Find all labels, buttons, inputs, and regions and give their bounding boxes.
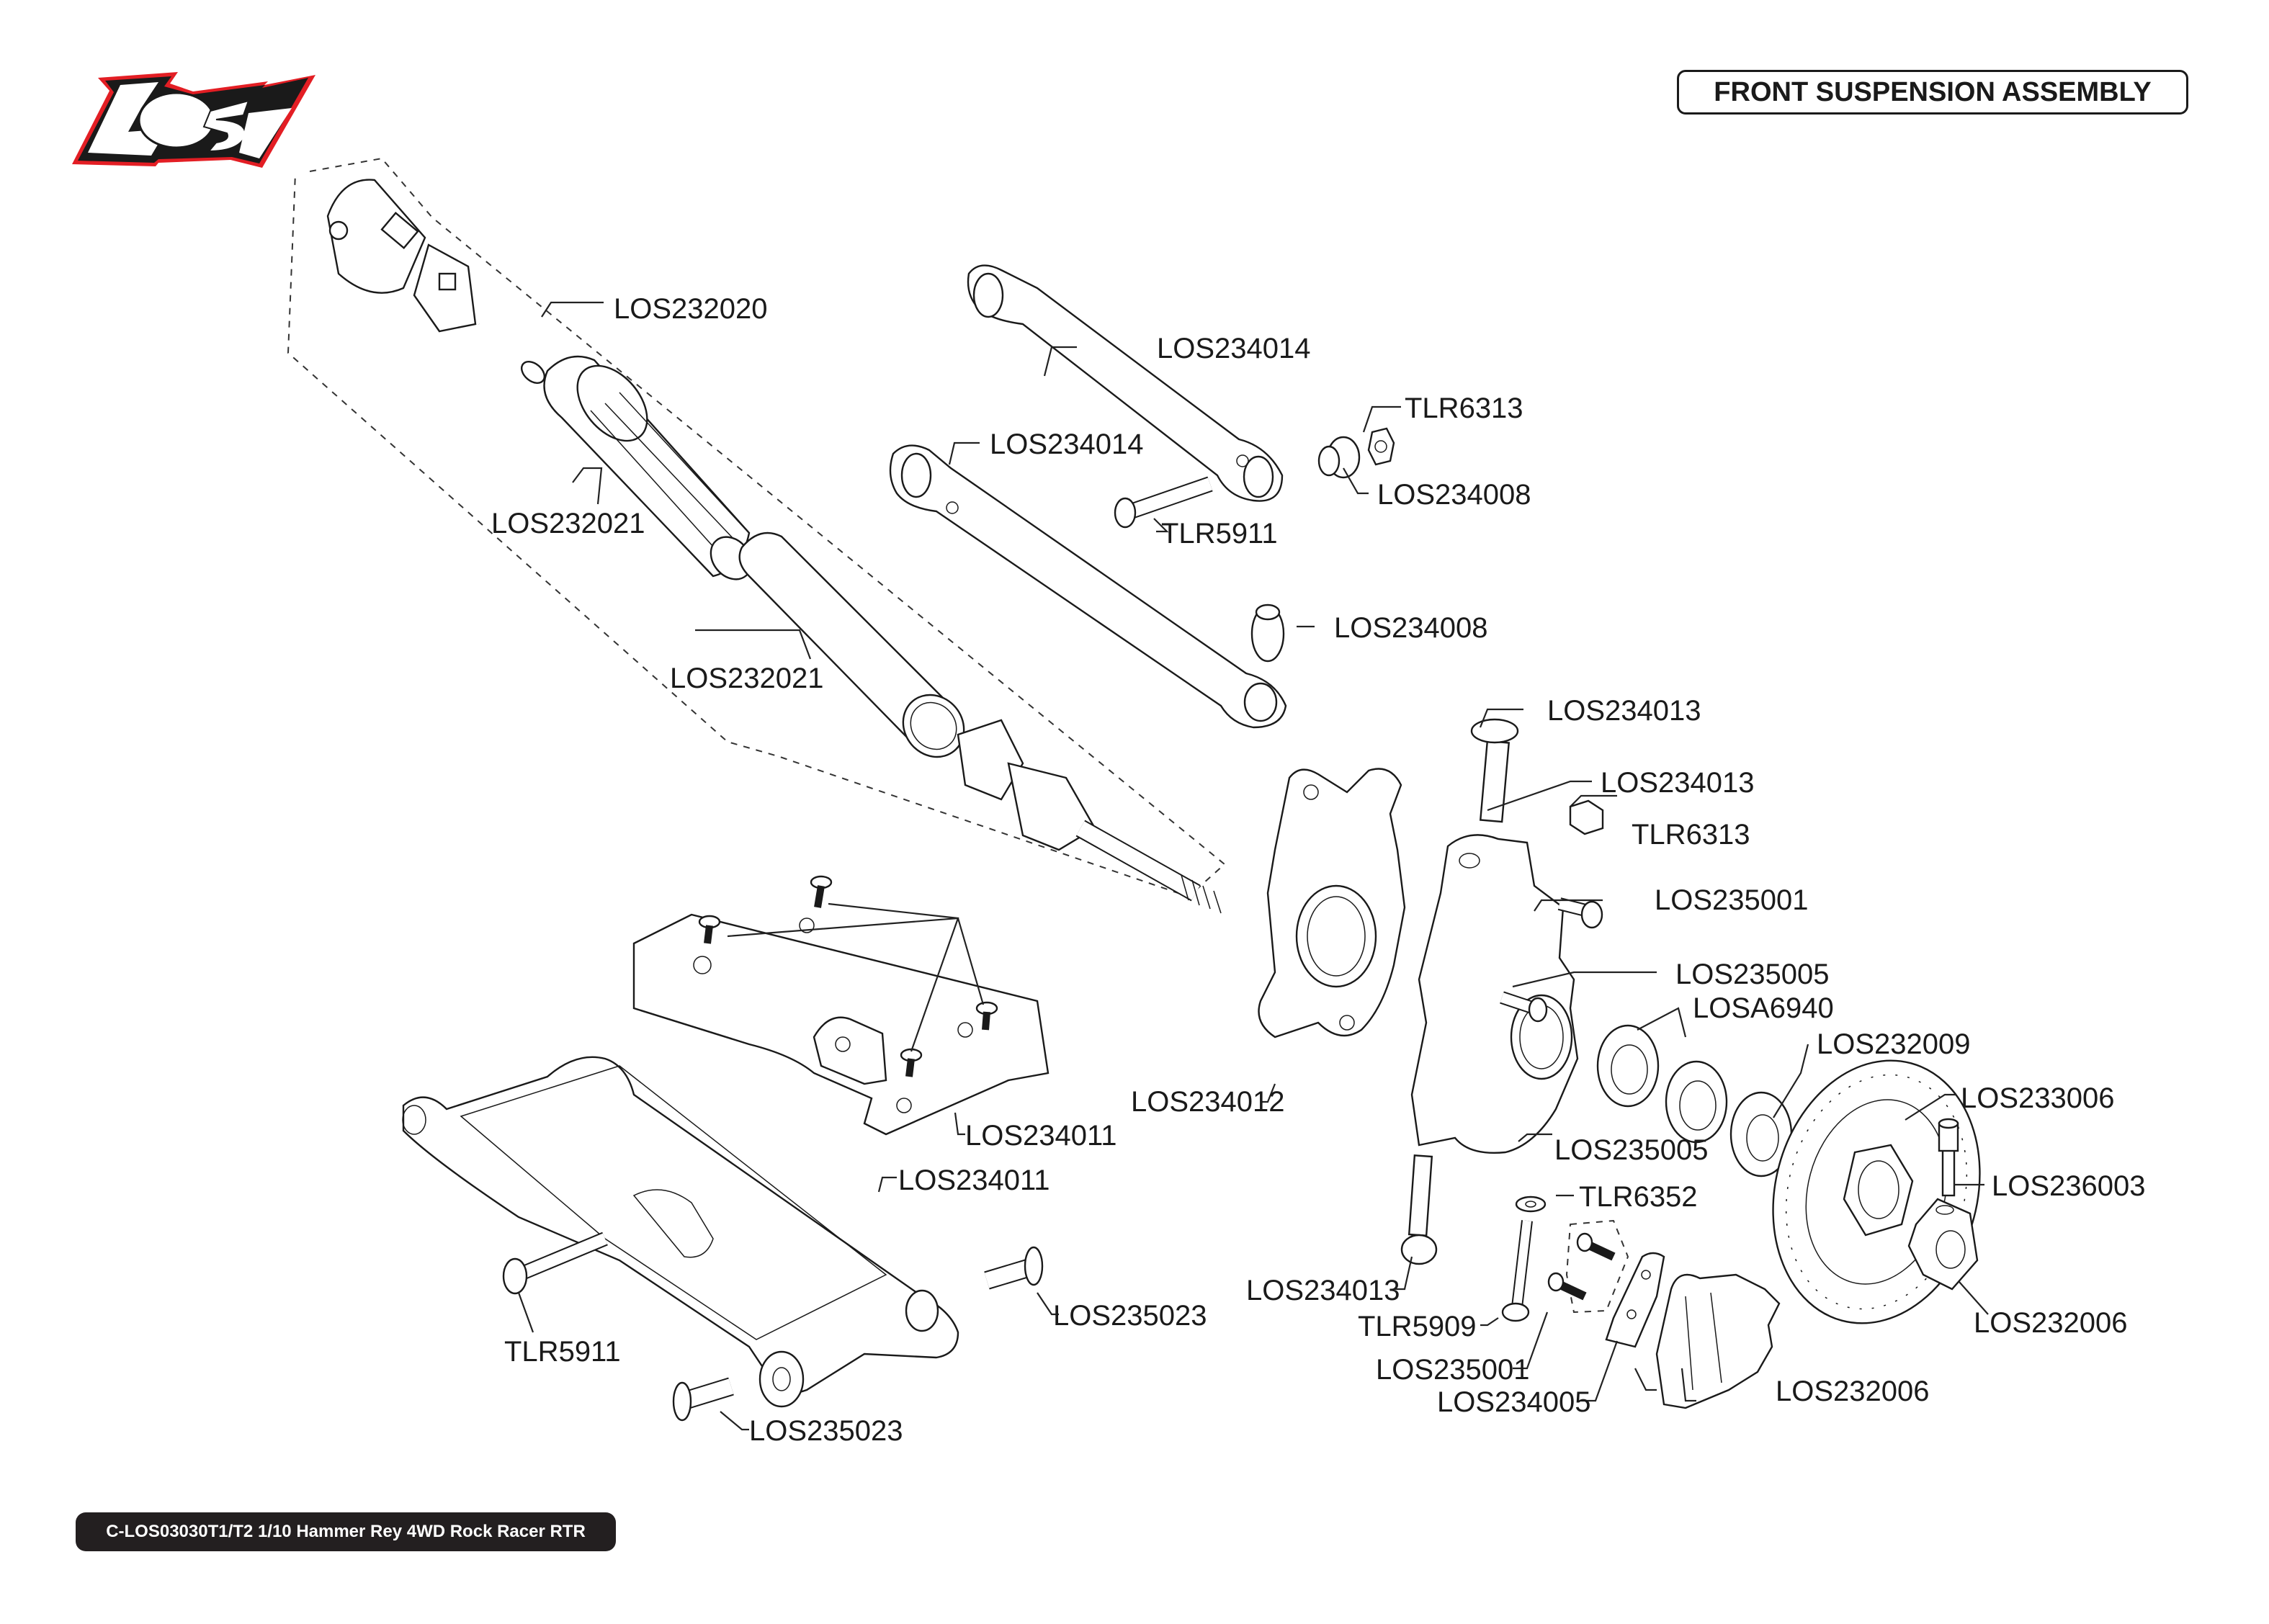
callout-label: LOS232021	[670, 663, 824, 694]
callout-label: LOS234014	[1157, 333, 1311, 364]
screw-tlr5911-arm	[502, 1232, 608, 1295]
driveshaft-outer-tube	[543, 355, 753, 580]
nut-tlr6313-top	[1367, 427, 1395, 466]
callout-label: LOS235005	[1675, 959, 1830, 990]
screw-tlr5911-top	[1114, 476, 1213, 529]
bracket-screws-group	[1547, 1219, 1629, 1314]
callout-label: LOS236003	[1992, 1170, 2146, 1202]
brake-caliper-los232006	[1655, 1273, 1781, 1409]
hex-hub-los232006	[1907, 1198, 1979, 1291]
skid-screw-3	[975, 1001, 998, 1031]
driveshaft-inner-tube	[738, 531, 965, 758]
callout-label: TLR6352	[1579, 1181, 1698, 1213]
pin-los235023-bottom	[672, 1377, 734, 1422]
driveshaft-group	[287, 157, 1226, 914]
screw-los235005-hub	[1500, 991, 1548, 1023]
callout-label: LOS235023	[1053, 1300, 1207, 1332]
kingpin-top	[1470, 718, 1519, 823]
universal-joint-bottom	[957, 719, 1222, 914]
skid-screw-1	[810, 875, 833, 908]
callout-label: TLR5909	[1358, 1311, 1477, 1342]
set-screw-los236003	[1938, 1118, 1959, 1197]
pin-los235023-right	[984, 1246, 1044, 1290]
callout-label: LOS235001	[1655, 884, 1809, 916]
callout-label: LOS234011	[898, 1165, 1050, 1196]
washer-tlr6352	[1515, 1195, 1547, 1213]
bearing-1	[1596, 1024, 1660, 1108]
upper-camber-link	[967, 264, 1284, 502]
callout-label: LOS232006	[1776, 1376, 1930, 1407]
ball-stud-bottom	[1250, 604, 1285, 663]
callout-label: LOS234013	[1547, 695, 1701, 727]
skid-screws	[698, 875, 998, 1077]
callout-label: LOS234005	[1437, 1386, 1591, 1418]
page-title: FRONT SUSPENSION ASSEMBLY	[1714, 76, 2152, 107]
callout-label: LOS233006	[1961, 1082, 2115, 1114]
callout-label: LOS235001	[1376, 1354, 1530, 1386]
callout-label: LOS234014	[990, 429, 1144, 460]
callout-label: LOS232021	[491, 508, 645, 539]
skid-screw-2	[698, 915, 721, 944]
screw-los235001-hub	[1557, 897, 1603, 929]
model-name: C-LOS03030T1/T2 1/10 Hammer Rey 4WD Rock…	[106, 1522, 586, 1541]
callout-label: LOS234013	[1246, 1275, 1400, 1306]
ball-stud-top	[1317, 436, 1361, 479]
callout-label: LOS234008	[1377, 479, 1531, 511]
callout-label: TLR6313	[1405, 392, 1523, 424]
logo-letter-s	[202, 99, 250, 153]
c-hub-los234012	[1258, 768, 1406, 1038]
logo-letter-i	[239, 108, 292, 158]
logo-letter-o	[138, 91, 215, 149]
caliper-bracket-los234005	[1605, 1252, 1665, 1348]
lower-camber-link	[889, 444, 1287, 729]
skid-plate-los234011	[632, 913, 1050, 1136]
page-title-box: FRONT SUSPENSION ASSEMBLY	[1677, 70, 2188, 115]
callout-label: TLR6313	[1632, 819, 1750, 851]
callout-label: LOS234012	[1131, 1086, 1285, 1118]
callout-label: LOS235023	[749, 1415, 903, 1447]
callout-label: LOSA6940	[1693, 992, 1834, 1024]
leader-lines	[517, 301, 1989, 1431]
callout-label: LOS232006	[1974, 1307, 2128, 1339]
skid-screw-4	[900, 1048, 923, 1077]
nut-tlr6313-hub	[1569, 799, 1604, 835]
model-footer: C-LOS03030T1/T2 1/10 Hammer Rey 4WD Rock…	[76, 1512, 616, 1551]
callout-labels: LOS232020 LOS232021 LOS232021 LOS234014 …	[491, 293, 2146, 1447]
universal-joint-top	[326, 179, 477, 333]
spindle-los234013	[1410, 834, 1579, 1154]
callout-label: TLR5911	[1161, 518, 1278, 549]
callout-label: TLR5911	[504, 1336, 621, 1368]
bearing-2	[1665, 1060, 1728, 1144]
callout-label: LOS232009	[1817, 1028, 1971, 1060]
callout-label: LOS235005	[1554, 1134, 1709, 1166]
screw-los232020	[476, 321, 545, 384]
lower-a-arm-los234011	[402, 1056, 959, 1408]
callout-label: LOS234013	[1601, 767, 1755, 799]
callout-label: LOS234011	[965, 1120, 1117, 1152]
kingpin-bottom	[1400, 1154, 1438, 1265]
screw-tlr5909	[1501, 1220, 1533, 1322]
callout-label: LOS234008	[1334, 612, 1488, 644]
losi-logo	[72, 72, 315, 168]
callout-label: LOS232020	[614, 293, 768, 325]
